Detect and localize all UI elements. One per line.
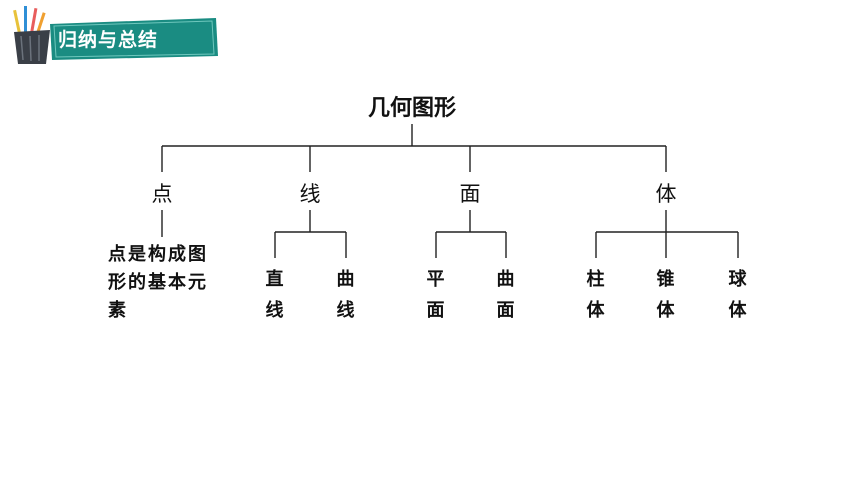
leaf-curved-line: 曲 线 [337, 264, 356, 326]
leaf-curved-surface: 曲 面 [497, 264, 516, 326]
category-point: 点 [151, 182, 173, 206]
point-description: 点是构成图形的基本元素 [108, 244, 208, 321]
leaf-line-2: 面 [426, 300, 446, 321]
leaf-line-1: 柱 [586, 269, 606, 290]
leaf-plane: 平 面 [427, 264, 446, 326]
leaf-line-1: 平 [426, 269, 446, 290]
leaf-line-2: 体 [656, 300, 676, 321]
leaf-prism: 柱 体 [587, 264, 606, 326]
leaf-line-1: 球 [728, 269, 748, 290]
leaf-line-2: 线 [265, 300, 285, 321]
header-banner [50, 18, 218, 60]
leaf-line-2: 线 [336, 300, 356, 321]
leaf-line-1: 曲 [496, 269, 516, 290]
pencil-cup-icon [13, 6, 50, 64]
leaf-cone: 锥 体 [657, 264, 676, 326]
header-title: 归纳与总结 [58, 29, 159, 51]
leaf-line-2: 体 [728, 300, 748, 321]
leaf-line-1: 直 [265, 269, 285, 290]
category-line: 线 [299, 182, 321, 206]
category-solid: 体 [655, 182, 677, 206]
tree-root: 几何图形 [367, 96, 457, 121]
leaf-line-2: 面 [496, 300, 516, 321]
leaf-line-1: 曲 [336, 269, 356, 290]
category-surface: 面 [459, 182, 481, 206]
leaf-straight-line: 直 线 [266, 264, 285, 326]
leaf-line-2: 体 [586, 300, 606, 321]
leaf-sphere: 球 体 [729, 264, 748, 326]
leaf-line-1: 锥 [656, 269, 676, 290]
